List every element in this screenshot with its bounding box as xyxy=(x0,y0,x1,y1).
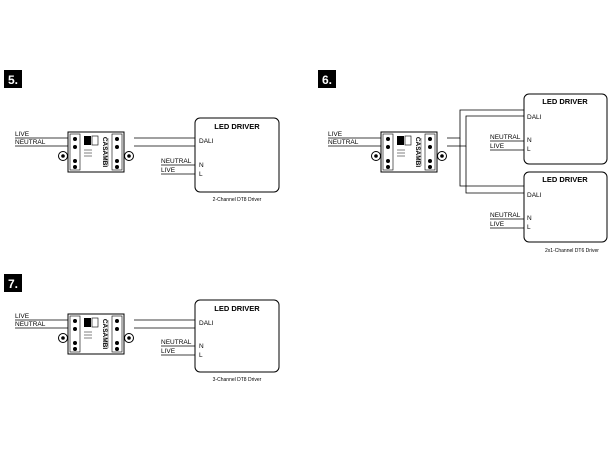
dali-terminal-label: DALI xyxy=(527,192,542,199)
l-terminal-label: L xyxy=(199,352,203,359)
driver-neutral-label: NEUTRAL xyxy=(161,158,192,165)
module-brand: CASAMBI xyxy=(101,137,108,168)
driver-neutral-label: NEUTRAL xyxy=(490,212,521,219)
casambi-module: CASAMBI xyxy=(58,131,134,173)
neutral-input-label: NEUTRAL xyxy=(15,139,46,146)
driver-live-label: LIVE xyxy=(161,167,176,174)
diagram-number-badge xyxy=(318,70,336,88)
module-brand: CASAMBI xyxy=(101,319,108,350)
dali-wire xyxy=(465,146,524,194)
l-terminal-label: L xyxy=(199,171,203,178)
dali-wire xyxy=(459,138,524,187)
live-input-label: LIVE xyxy=(15,131,30,138)
led-driver-box xyxy=(523,93,608,165)
driver-live-label: LIVE xyxy=(490,143,505,150)
live-input-label: LIVE xyxy=(15,313,30,320)
led-driver-title: LED DRIVER xyxy=(214,122,260,131)
n-terminal-label: N xyxy=(527,137,532,144)
n-terminal-label: N xyxy=(527,215,532,222)
led-driver-box xyxy=(194,117,280,193)
n-terminal-label: N xyxy=(199,343,204,350)
driver-caption: 3-Channel DT8 Driver xyxy=(213,377,262,383)
neutral-input-label: NEUTRAL xyxy=(15,321,46,328)
l-terminal-label: L xyxy=(527,146,531,153)
live-input-label: LIVE xyxy=(328,131,343,138)
casambi-module: CASAMBI xyxy=(371,131,447,173)
led-driver-box xyxy=(194,299,280,373)
diagram-6: 6. LIVE NEUTRAL CASAMBI xyxy=(318,70,608,254)
led-driver-title: LED DRIVER xyxy=(542,97,588,106)
driver-caption: 2-Channel DT8 Driver xyxy=(213,197,262,203)
driver-live-label: LIVE xyxy=(161,348,176,355)
led-driver-title: LED DRIVER xyxy=(542,175,588,184)
led-driver-title: LED DRIVER xyxy=(214,304,260,313)
driver-caption: 2x1-Channel DT6 Driver xyxy=(545,248,599,254)
n-terminal-label: N xyxy=(199,162,204,169)
dali-terminal-label: DALI xyxy=(199,320,214,327)
casambi-module: CASAMBI xyxy=(58,313,134,355)
driver-neutral-label: NEUTRAL xyxy=(161,339,192,346)
neutral-input-label: NEUTRAL xyxy=(328,139,359,146)
diagram-5: 5. LIVE NEUTRAL CASAMBI xyxy=(4,70,280,203)
diagram-number-badge xyxy=(4,70,22,88)
dali-wire xyxy=(447,115,524,147)
driver-neutral-label: NEUTRAL xyxy=(490,134,521,141)
diagram-number: 5. xyxy=(8,73,18,87)
dali-wire xyxy=(447,109,524,139)
diagram-number: 7. xyxy=(8,277,18,291)
diagram-7: 7. LIVE NEUTRAL CASAMBI xyxy=(4,274,280,383)
driver-live-label: LIVE xyxy=(490,221,505,228)
diagram-number: 6. xyxy=(322,73,332,87)
diagram-number-badge xyxy=(4,274,22,292)
l-terminal-label: L xyxy=(527,224,531,231)
dali-terminal-label: DALI xyxy=(527,114,542,121)
module-brand: CASAMBI xyxy=(414,137,421,168)
dali-terminal-label: DALI xyxy=(199,138,214,145)
led-driver-box xyxy=(523,171,608,243)
